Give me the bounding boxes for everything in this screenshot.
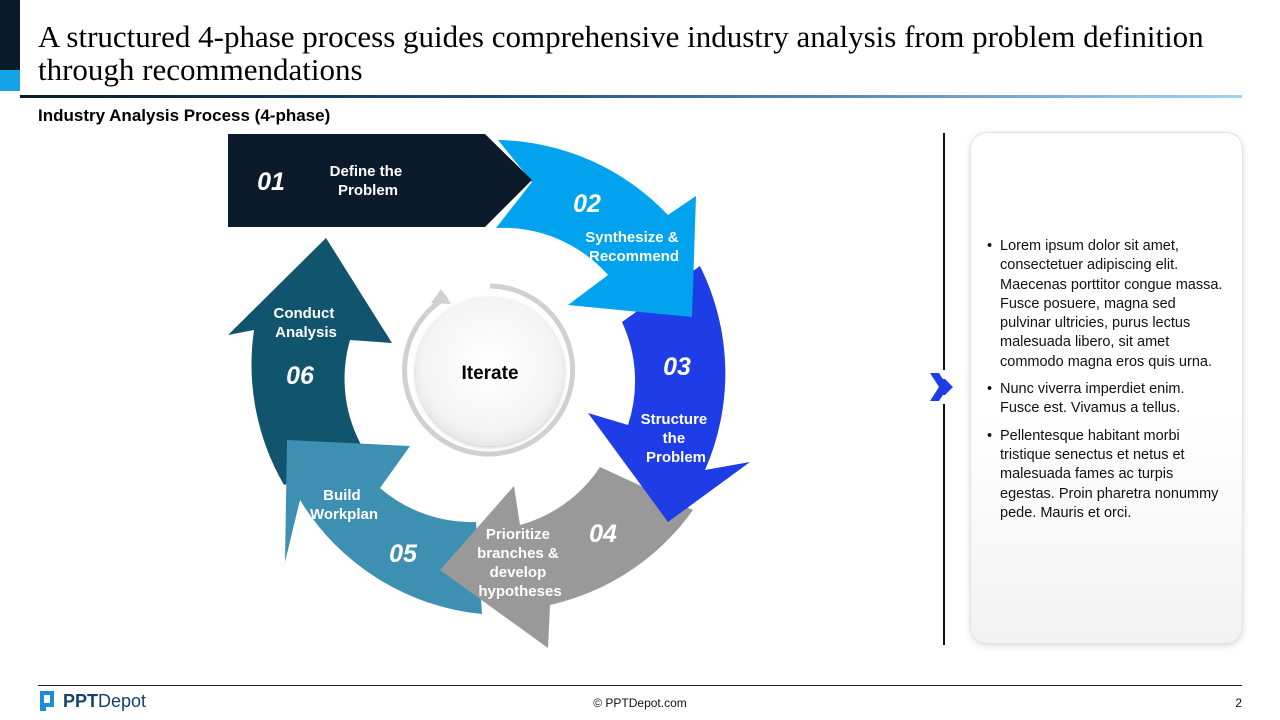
step-02-number: 02 [573,190,601,218]
step-03-number: 03 [663,353,691,381]
step-05-label: Build Workplan [310,487,378,523]
step-04-arrow [440,467,693,648]
title-underline [20,95,1242,98]
process-cycle-diagram: Iterate 01 02 03 04 05 06 Define the Pro… [228,134,750,648]
iterate-center: Iterate [402,283,576,457]
step-06-number: 06 [286,362,315,390]
step-05-arrow [285,440,482,614]
footer-divider [38,685,1242,686]
step-04-number: 04 [589,520,617,548]
page-number: 2 [1235,696,1242,710]
iterate-circle [416,298,564,446]
diagram-subtitle: Industry Analysis Process (4-phase) [38,106,331,125]
step-01-label: Define the Problem [330,163,407,199]
step-04-label: Prioritize branches & develop hypotheses [477,526,563,600]
step-01-number: 01 [257,168,285,196]
copyright-text: © PPTDepot.com [593,696,687,710]
cycle-arrow-icon [402,283,576,457]
pptdepot-logo-icon [40,691,54,711]
page-title: A structured 4-phase process guides comp… [38,19,1204,87]
corner-accent-dark [0,0,20,70]
step-03-arrow [588,266,750,522]
bullet-item: Lorem ipsum dolor sit amet, consectetuer… [987,237,1227,372]
description-panel: Lorem ipsum dolor sit amet, consectetuer… [971,133,1242,643]
step-05-number: 05 [389,540,418,568]
double-chevron-right-icon [928,370,958,404]
step-06-arrow [228,238,392,485]
description-bullets: Lorem ipsum dolor sit amet, consectetuer… [987,237,1227,531]
bullet-item: Nunc viverra imperdiet enim. Fusce est. … [987,380,1227,419]
step-03-label: Structure the Problem [641,411,712,466]
logo-text: PPTDepot [63,690,147,711]
iterate-label: Iterate [461,363,518,384]
step-02-label: Synthesize & Recommend [585,229,683,265]
corner-accent-light [0,70,20,91]
cycle-arrowhead [431,289,451,304]
step-02-arrow [496,140,696,317]
bullet-item: Pellentesque habitant morbi tristique se… [987,427,1227,523]
step-01-arrow [228,134,532,227]
pptdepot-logo: PPTDepot [38,689,146,713]
step-06-label: Conduct Analysis [274,305,339,341]
